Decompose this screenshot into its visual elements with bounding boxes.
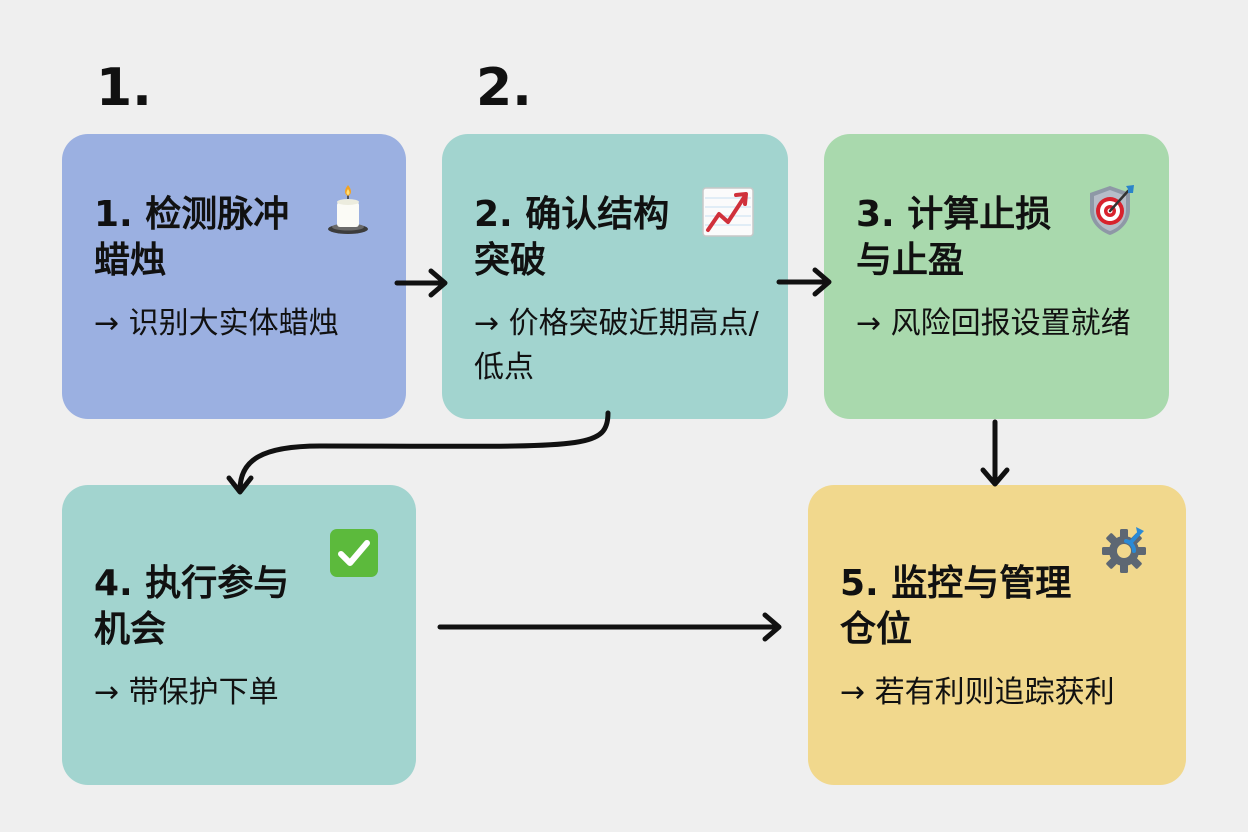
step-card-4: 4. 执行参与机会 → 带保护下单 — [62, 485, 416, 785]
arrow-step2-to-step4 — [226, 410, 611, 495]
step-title: 3. 计算止损与止盈 — [856, 194, 1052, 282]
step-description: → 带保护下单 — [94, 675, 279, 711]
arrow-step3-to-step5 — [980, 419, 1010, 487]
arrow-step1-to-step2 — [394, 268, 448, 298]
step-card-2: 2. 确认结构突破 → 价格突破近期高点/低点 — [442, 134, 788, 419]
step-title: 5. 监控与管理仓位 — [840, 563, 1072, 651]
step-card-5: 5. 监控与管理仓位 → 若有利则追踪获利 — [808, 485, 1186, 785]
check-mark-icon — [328, 527, 380, 579]
gear-icon — [1096, 523, 1152, 579]
arrow-step4-to-step5 — [437, 612, 782, 642]
chart-increasing-icon — [700, 184, 756, 240]
step-description: → 风险回报设置就绪 — [856, 306, 1131, 342]
step-description: → 价格突破近期高点/低点 — [474, 306, 759, 385]
candle-icon — [320, 182, 376, 238]
step-card-3: 3. 计算止损与止盈 → 风险回报设置就绪 — [824, 134, 1169, 419]
step-card-1: 1. 检测脉冲蜡烛 → 识别大实体蜡烛 — [62, 134, 406, 419]
step-title: 4. 执行参与机会 — [94, 563, 290, 651]
step-description: → 若有利则追踪获利 — [840, 675, 1115, 711]
step-title: 2. 确认结构突破 — [474, 194, 670, 282]
target-icon — [1082, 182, 1138, 238]
step-description: → 识别大实体蜡烛 — [94, 306, 339, 342]
page-number-2: 2. — [476, 58, 532, 118]
page-number-1: 1. — [96, 58, 152, 118]
step-title: 1. 检测脉冲蜡烛 — [94, 194, 290, 282]
arrow-step2-to-step3 — [776, 267, 832, 297]
